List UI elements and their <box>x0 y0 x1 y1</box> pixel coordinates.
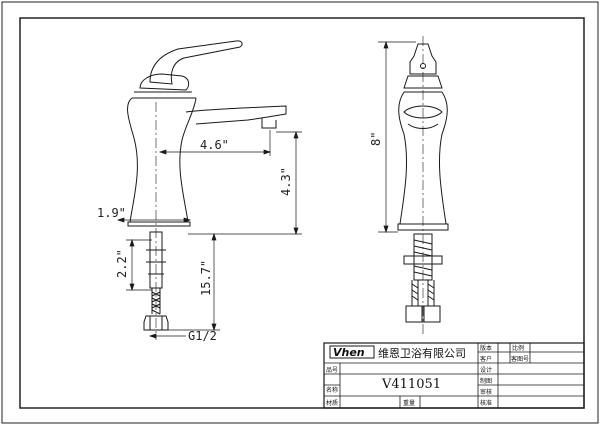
company-name: 维恩卫浴有限公司 <box>378 346 466 360</box>
label-approval: 核准 <box>480 399 492 407</box>
title-block <box>323 342 585 409</box>
label-item-no: 品号 <box>326 367 338 374</box>
label-review: 审核 <box>480 388 492 396</box>
label-material: 材质 <box>326 399 338 407</box>
label-customer: 客户 <box>480 355 492 363</box>
front-view-dimensions <box>378 40 416 234</box>
spout <box>185 105 287 125</box>
side-view-dimensions <box>116 130 302 339</box>
side-view-faucet <box>127 40 287 340</box>
dim-shank-length: 2.2" <box>115 249 129 278</box>
dim-spout-reach: 4.6" <box>200 138 229 152</box>
faucet-body <box>127 97 197 223</box>
inner-frame <box>19 17 585 409</box>
dim-base-diameter: 1.9" <box>97 206 126 220</box>
label-design: 设计 <box>480 366 492 374</box>
dim-spout-height: 4.3" <box>279 167 293 196</box>
model-number: V411051 <box>381 377 441 392</box>
handle-cap <box>139 73 190 91</box>
label-name: 名称 <box>326 386 338 394</box>
front-handle <box>409 43 437 75</box>
label-weight: 重量 <box>403 399 415 407</box>
front-view-faucet <box>397 36 449 336</box>
lever-handle <box>149 40 243 85</box>
label-drafting: 制图 <box>480 377 492 385</box>
faucet-base <box>127 221 191 227</box>
dim-connector: G1/2 <box>188 329 217 343</box>
label-customer-drawing-no: 客图号 <box>511 355 529 363</box>
label-scale: 比例 <box>512 344 524 352</box>
dim-hose-length: 15.7" <box>199 260 213 296</box>
dim-total-height: 8" <box>369 132 383 146</box>
company-logo: Vhen <box>333 346 365 359</box>
label-version: 版本 <box>480 344 492 352</box>
